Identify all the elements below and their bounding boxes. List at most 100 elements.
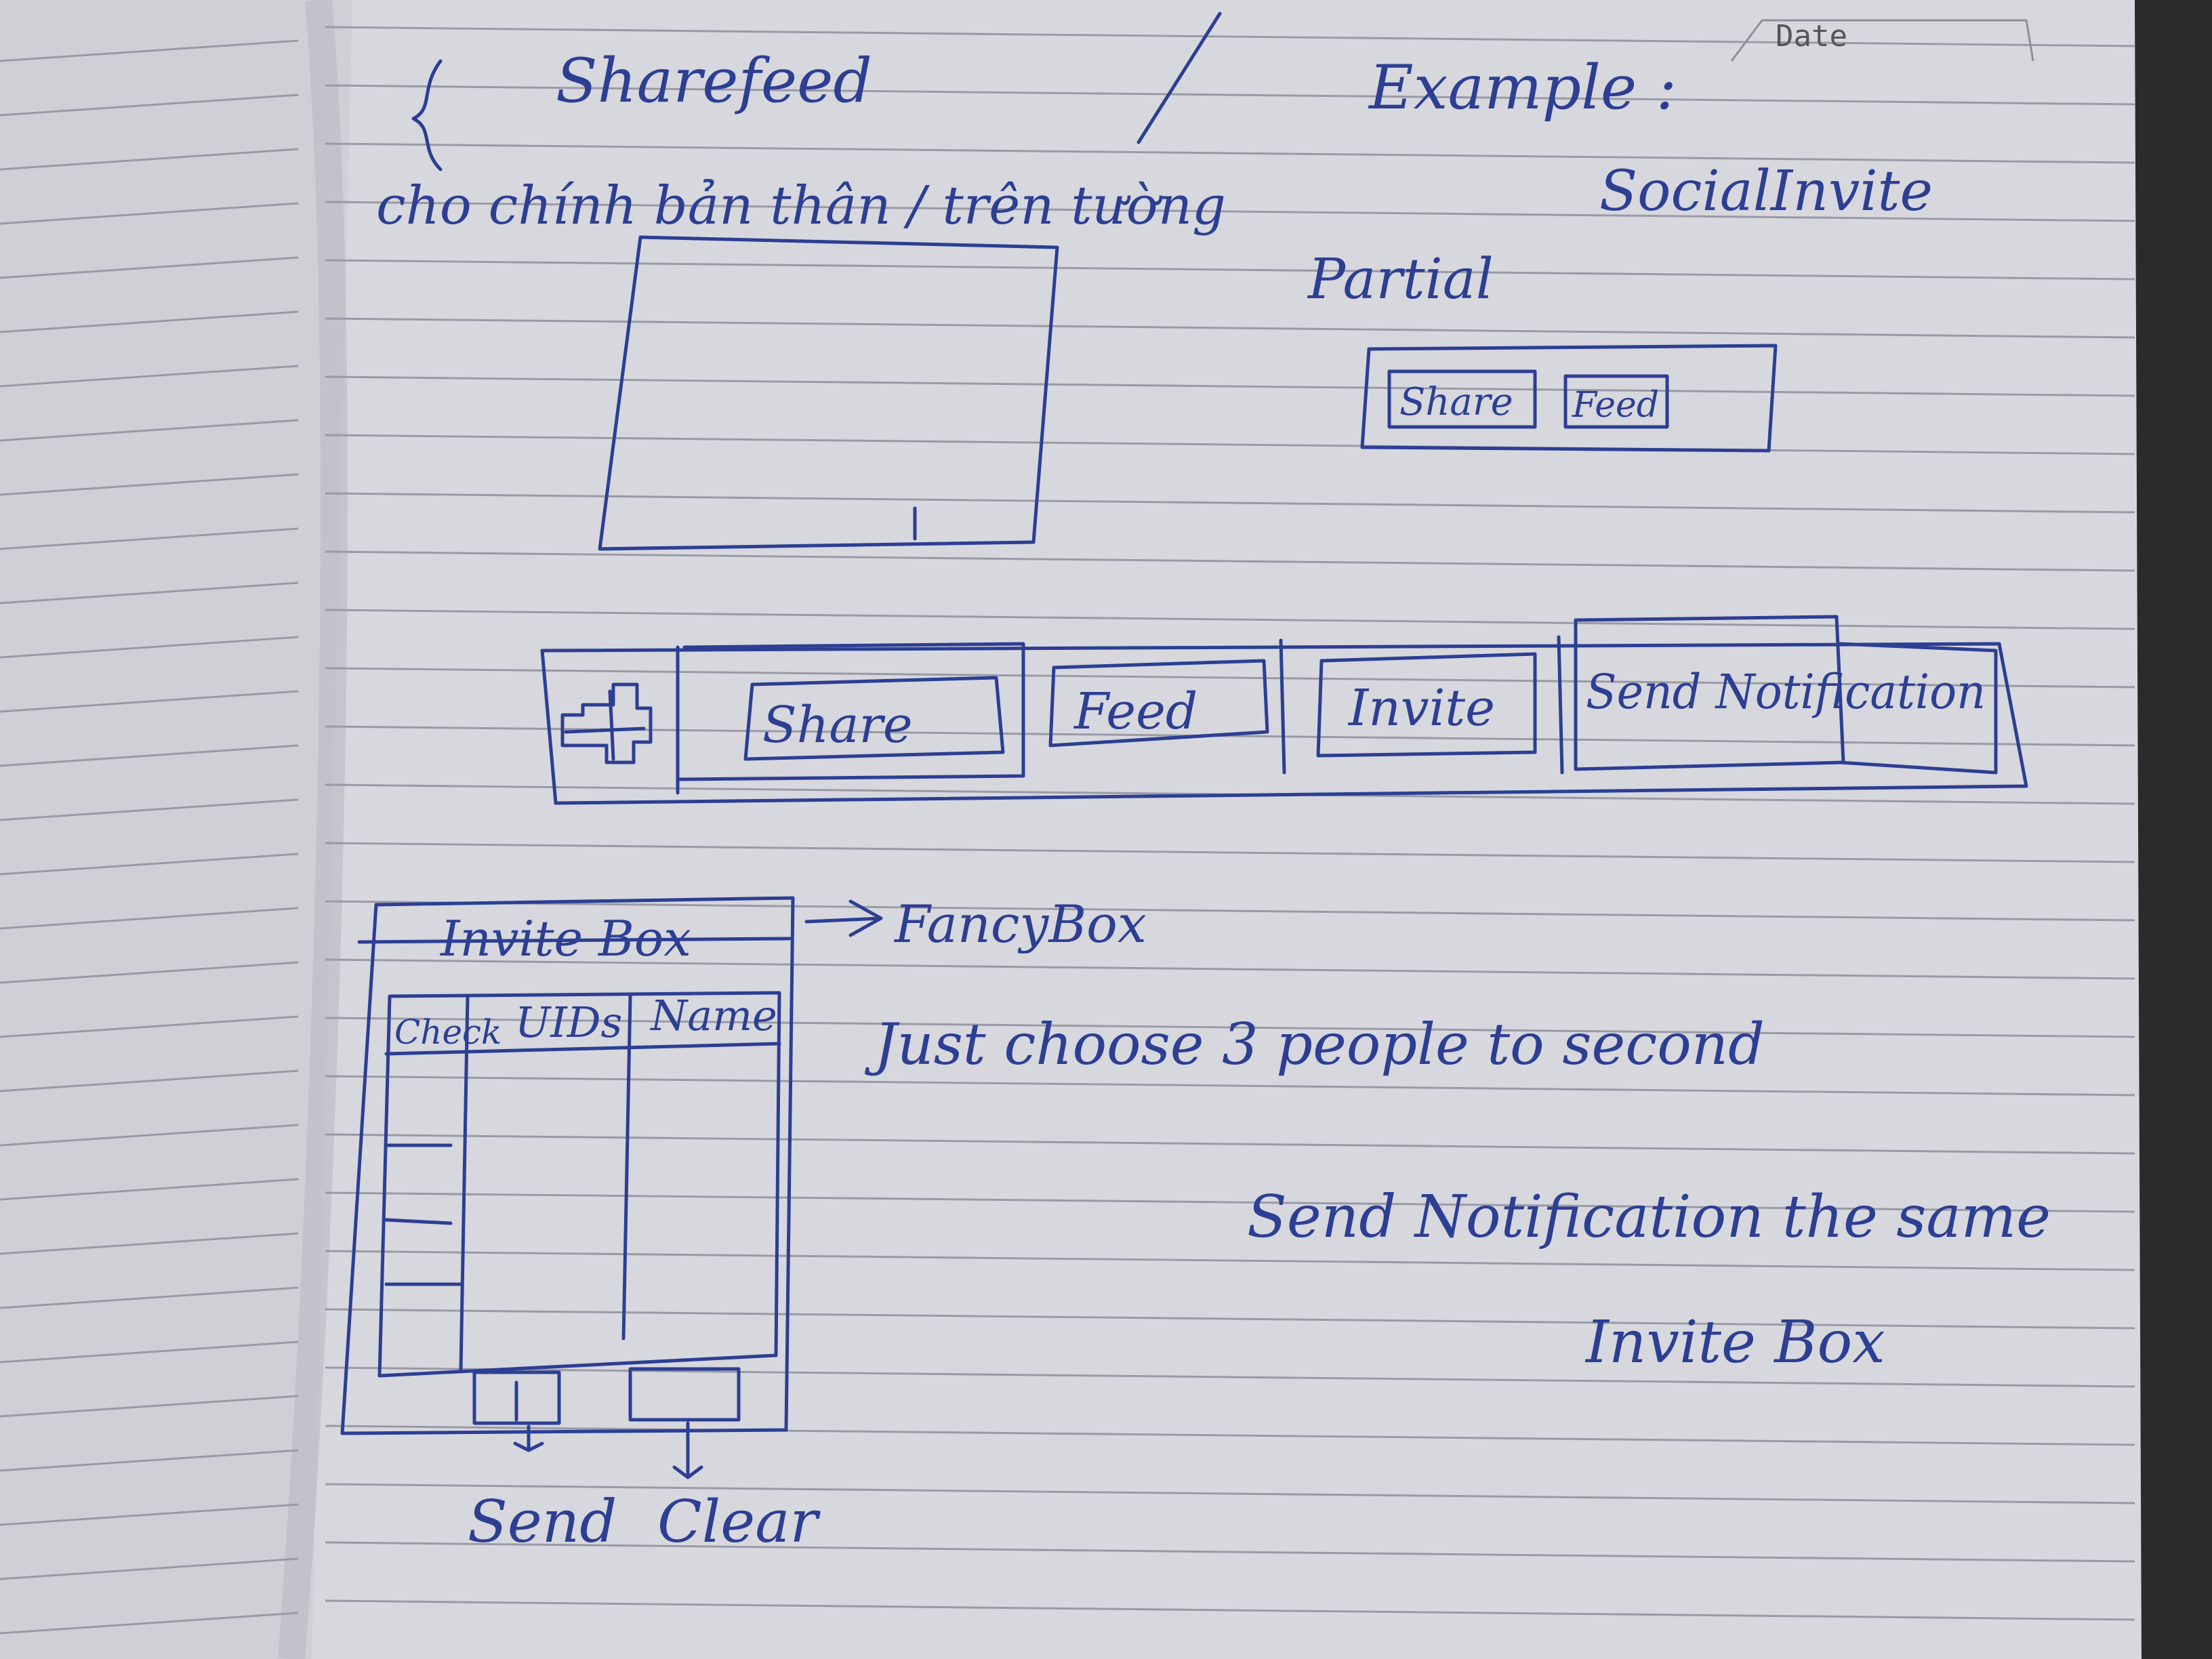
rule-line	[0, 1612, 299, 1635]
same-box-note: Invite Box	[1584, 1309, 1885, 1376]
rule-line	[0, 1557, 299, 1580]
right-page	[312, 0, 2142, 1659]
fancybox-arrow	[804, 899, 883, 937]
rule-line	[325, 1541, 2135, 1563]
rule-line	[325, 492, 2135, 514]
rule-line	[0, 636, 299, 659]
sharefeed-caption: cho chính bản thân / trên tường	[376, 176, 1226, 237]
rule-line	[325, 375, 2135, 397]
rule-line	[0, 1232, 299, 1255]
rule-line	[325, 26, 2135, 47]
example-heading: Example :	[1368, 52, 1677, 123]
column-check: Check	[394, 1012, 501, 1052]
rule-line	[325, 1250, 2135, 1271]
fancybox-note: FancyBox	[893, 894, 1147, 954]
send-button[interactable]	[472, 1370, 561, 1425]
clear-arrow	[672, 1421, 703, 1479]
date-label: Date	[1776, 19, 1847, 54]
rule-line	[0, 419, 299, 442]
rule-line	[325, 1017, 2135, 1038]
tab-invite[interactable]	[1316, 652, 1537, 758]
send-label: Send	[468, 1488, 617, 1556]
rule-line	[325, 1599, 2135, 1621]
rule-line	[325, 958, 2135, 980]
rule-line	[325, 1366, 2135, 1388]
rule-line	[325, 434, 2135, 455]
rule-line	[325, 1308, 2135, 1330]
rule-line	[325, 1075, 2135, 1097]
rule-line	[0, 1449, 299, 1472]
tab-toolbar: Share Feed Invite Send Notification	[540, 615, 2028, 805]
rule-line	[325, 317, 2135, 339]
rule-line	[0, 798, 299, 821]
rule-line	[0, 581, 299, 605]
rule-line	[0, 202, 299, 225]
rule-line	[0, 690, 299, 713]
rule-line	[0, 1178, 299, 1201]
column-uids: UIDs	[515, 998, 622, 1047]
rule-line	[325, 259, 2135, 281]
rule-line	[0, 907, 299, 930]
tab-share-label: Share	[762, 696, 913, 754]
page-gutter	[278, 0, 348, 1659]
rule-line	[325, 1425, 2135, 1446]
rule-line	[325, 609, 2135, 630]
rule-line	[325, 900, 2135, 922]
send-notification-note: Send Notification the same	[1247, 1183, 2051, 1251]
send-arrow	[513, 1425, 544, 1452]
tab-invite-label: Invite	[1347, 679, 1495, 737]
clear-label: Clear	[657, 1488, 821, 1556]
rule-line	[0, 310, 299, 333]
partial-tab-feed-label: Feed	[1572, 385, 1659, 426]
column-name: Name	[649, 991, 777, 1040]
clear-button[interactable]	[628, 1367, 741, 1422]
rule-line	[0, 1015, 299, 1038]
plus-icon[interactable]	[560, 682, 653, 764]
rule-line	[0, 148, 299, 171]
sharefeed-title: Sharefeed	[556, 45, 872, 117]
rule-line	[0, 1069, 299, 1092]
module-name: SocialInvite	[1599, 159, 1933, 224]
rule-line	[0, 1503, 299, 1526]
partial-toolbar: Share Feed	[1360, 344, 1778, 453]
rule-line	[0, 365, 299, 388]
rule-line	[325, 842, 2135, 863]
rule-line	[325, 667, 2135, 689]
choose-rule-note: Just choose 3 people to second	[864, 1011, 1765, 1078]
tab-send-notification-label: Send Notification	[1586, 664, 1986, 720]
partial-label: Partial	[1307, 247, 1494, 312]
rule-line	[325, 142, 2135, 164]
rule-line	[325, 84, 2135, 106]
brace-mark	[411, 59, 443, 171]
ruled-lines	[0, 26, 2135, 1635]
content-box	[598, 235, 1059, 551]
rule-line	[0, 1340, 299, 1364]
rule-line	[325, 550, 2135, 572]
rule-line	[0, 473, 299, 496]
rule-line	[0, 1124, 299, 1147]
rule-line	[0, 39, 299, 62]
date-tab: Date	[1730, 19, 2034, 62]
rule-line	[0, 961, 299, 984]
rule-line	[0, 527, 299, 550]
rule-line	[0, 1395, 299, 1418]
partial-tab-feed[interactable]	[1563, 374, 1669, 429]
rule-line	[0, 256, 299, 279]
check-row[interactable]	[384, 1218, 453, 1225]
rule-line	[325, 1483, 2135, 1504]
rule-line	[325, 201, 2135, 222]
tab-share[interactable]	[743, 676, 1005, 761]
tab-feed-label: Feed	[1073, 682, 1197, 741]
rule-line	[0, 744, 299, 767]
tab-feed[interactable]	[1048, 659, 1269, 747]
rule-line	[0, 853, 299, 876]
invite-box: Invite Box Check UIDs Name Send Clear	[340, 896, 821, 1556]
invite-table	[377, 991, 781, 1378]
rule-line	[0, 94, 299, 117]
invite-box-title: Invite Box	[439, 910, 691, 967]
rule-line	[0, 1286, 299, 1309]
partial-tab-share-label: Share	[1399, 380, 1513, 424]
partial-tab-share[interactable]	[1387, 369, 1537, 429]
left-page	[0, 0, 359, 1659]
